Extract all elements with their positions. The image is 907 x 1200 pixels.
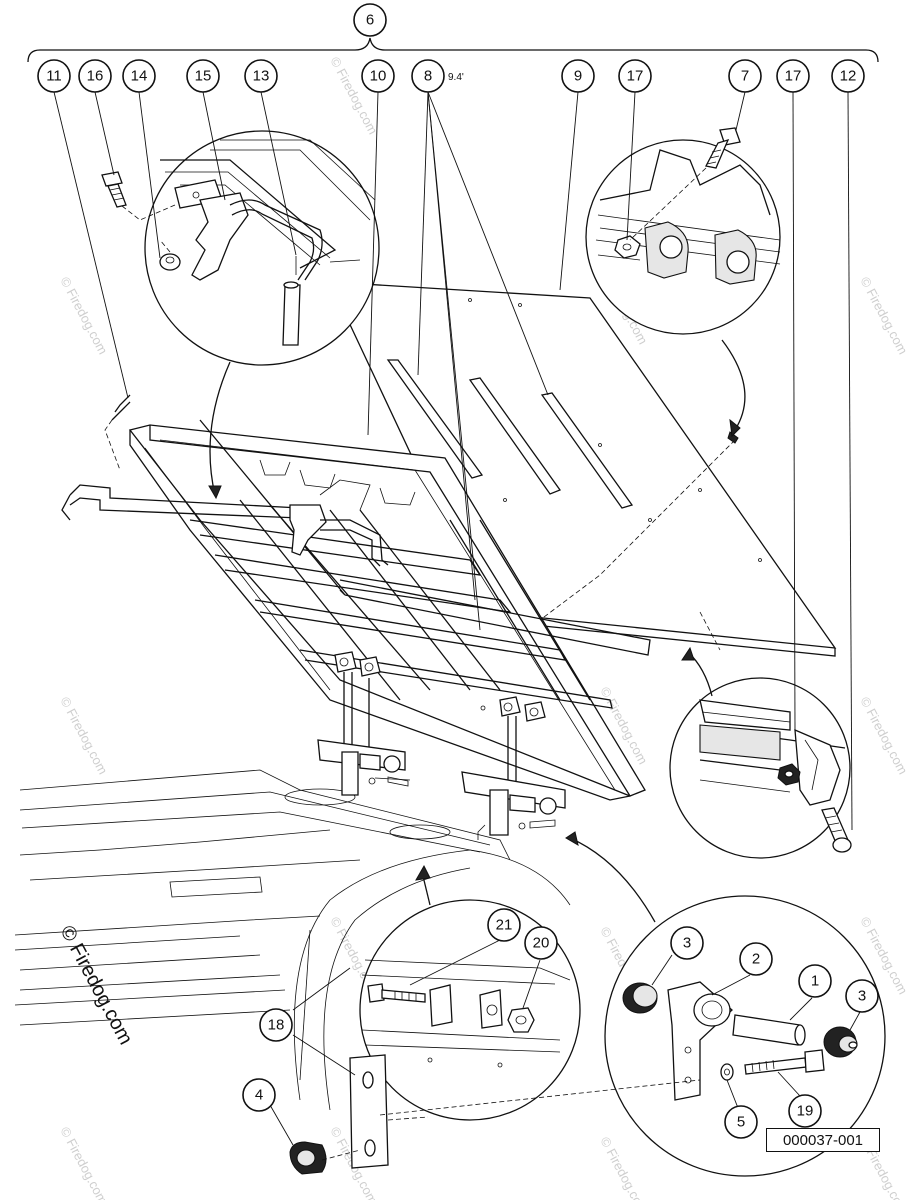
- svg-text:16: 16: [87, 68, 104, 85]
- callout-7: 7: [728, 59, 762, 93]
- watermark-text: © Firedog.com: [57, 694, 110, 776]
- watermark-text: © Firedog.com: [57, 274, 110, 356]
- svg-text:21: 21: [496, 917, 513, 934]
- cargo-bed-outline: [14, 769, 571, 1111]
- leader-lines: [53, 91, 861, 1146]
- watermark-text: © Firedog.com: [857, 694, 907, 776]
- svg-text:14: 14: [131, 68, 148, 85]
- svg-text:9: 9: [574, 68, 582, 85]
- svg-text:20: 20: [533, 935, 550, 952]
- svg-text:8: 8: [424, 68, 432, 85]
- detail-latch: [101, 130, 380, 366]
- watermark-text: © Firedog.com: [857, 274, 907, 356]
- svg-text:4: 4: [255, 1087, 263, 1104]
- callout-8-note: 9.4': [448, 72, 464, 83]
- svg-text:11: 11: [46, 68, 62, 85]
- callout-13: 13: [244, 59, 278, 93]
- svg-text:15: 15: [195, 68, 212, 85]
- callout-10: 10: [361, 59, 395, 93]
- figure-reference-number: 000037-001: [766, 1128, 880, 1152]
- callout-21: 21: [487, 908, 521, 942]
- callout-3-left: 3: [670, 926, 704, 960]
- detail-corner: [669, 677, 852, 859]
- hinge-mount-left: [317, 739, 411, 796]
- callout-1: 1: [798, 964, 832, 998]
- svg-text:5: 5: [737, 1114, 745, 1131]
- plate-and-nut: [289, 1054, 701, 1175]
- svg-text:17: 17: [627, 68, 644, 85]
- svg-text:3: 3: [683, 935, 691, 952]
- callout-16: 16: [78, 59, 112, 93]
- view-arrows: [208, 339, 746, 923]
- callout-4: 4: [242, 1078, 276, 1112]
- callout-20: 20: [524, 926, 558, 960]
- svg-text:17: 17: [785, 68, 802, 85]
- watermark-large: © Firedog.com: [56, 922, 137, 1048]
- hinge-right: [480, 696, 546, 790]
- tilt-panel: [61, 281, 837, 840]
- callout-12: 12: [831, 59, 865, 93]
- detail-hinge-bolt: [585, 127, 781, 335]
- assembly-bracket: [27, 37, 879, 63]
- svg-text:13: 13: [253, 68, 270, 85]
- svg-text:2: 2: [752, 951, 760, 968]
- svg-text:19: 19: [797, 1103, 814, 1120]
- callout-17-top: 17: [618, 59, 652, 93]
- callout-6: 6: [353, 3, 387, 37]
- watermark-text: © Firedog.com: [597, 1134, 650, 1200]
- callout-17-right: 17: [776, 59, 810, 93]
- callout-11: 11: [37, 59, 71, 93]
- hinge-mount-right: [461, 771, 566, 840]
- callout-3-right: 3: [845, 979, 879, 1013]
- detail-hinge-pin: [359, 899, 581, 1121]
- svg-text:10: 10: [370, 68, 387, 85]
- svg-text:7: 7: [741, 68, 749, 85]
- svg-text:18: 18: [268, 1017, 285, 1034]
- svg-text:6: 6: [366, 12, 374, 29]
- callout-14: 14: [122, 59, 156, 93]
- callout-19: 19: [788, 1094, 822, 1128]
- callout-2: 2: [739, 942, 773, 976]
- callout-9: 9: [561, 59, 595, 93]
- callout-8: 8: [411, 59, 445, 93]
- panel-holes: [468, 298, 762, 562]
- watermark-text: © Firedog.com: [57, 1124, 110, 1200]
- svg-text:3: 3: [858, 988, 866, 1005]
- svg-text:12: 12: [840, 68, 857, 85]
- callout-18: 18: [259, 1008, 293, 1042]
- callout-5: 5: [724, 1105, 758, 1139]
- svg-text:1: 1: [811, 973, 819, 990]
- callout-15: 15: [186, 59, 220, 93]
